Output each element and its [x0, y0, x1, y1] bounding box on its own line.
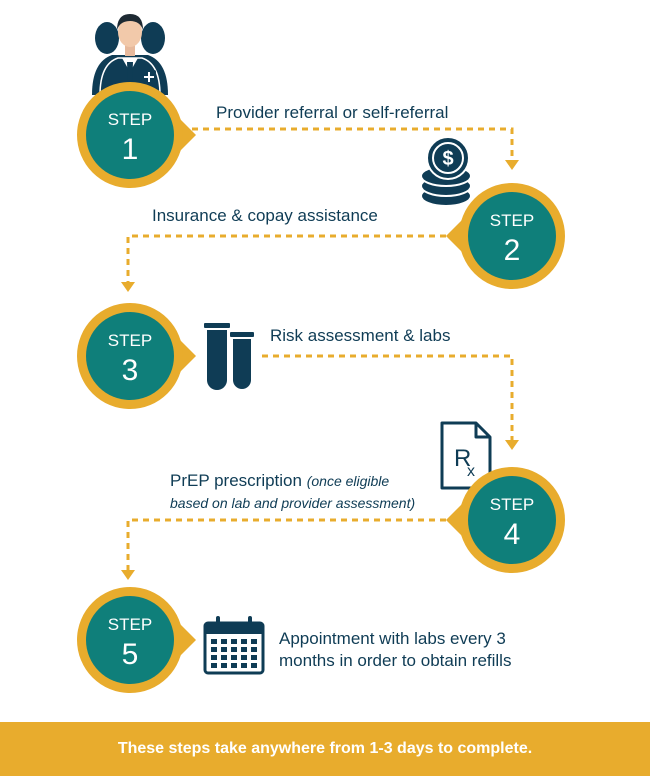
calendar-day-cell [251, 639, 257, 644]
step-5-line-2: months in order to obtain refills [279, 651, 512, 670]
calendar-day-cell [231, 663, 237, 668]
calendar-day-cell [251, 655, 257, 660]
step-2-badge: STEP 2 [446, 183, 565, 289]
svg-text:x: x [467, 463, 475, 480]
rx-icon: R x [440, 421, 492, 490]
step-4-number: 4 [504, 518, 521, 551]
arrowhead-2 [121, 282, 135, 292]
calendar-day-cell [221, 655, 227, 660]
step-3-badge: STEP 3 [77, 303, 196, 409]
calendar-day-cell [251, 663, 257, 668]
arrowhead-3 [505, 440, 519, 450]
connector-4-5 [126, 518, 446, 570]
connector-1-2 [192, 127, 514, 160]
connector-2-3 [126, 234, 446, 282]
step-1-text: Provider referral or self-referral [216, 103, 449, 122]
step-4-label: STEP [490, 495, 534, 514]
test-tubes-icon [204, 323, 254, 390]
step-4-text: PrEP prescription (once eligible based o… [170, 470, 415, 514]
calendar-day-cell [241, 639, 247, 644]
step-5-line-1: Appointment with labs every 3 [279, 629, 506, 648]
step-5-text: Appointment with labs every 3 months in … [279, 628, 511, 672]
arrowhead-4 [121, 570, 135, 580]
calendar-day-cell [251, 647, 257, 652]
calendar-day-cell [241, 655, 247, 660]
provider-icon [92, 14, 168, 96]
coins-icon: $ [420, 136, 472, 207]
step-1-badge: STEP 1 [77, 82, 196, 188]
arrowhead-1 [505, 160, 519, 170]
step-3-label: STEP [108, 331, 152, 350]
step-4-note-line-1: (once eligible [306, 473, 390, 489]
calendar-day-cell [221, 647, 227, 652]
step-2-text: Insurance & copay assistance [152, 206, 378, 225]
calendar-day-cell [231, 655, 237, 660]
svg-text:$: $ [442, 148, 453, 170]
step-3-number: 3 [122, 354, 139, 387]
calendar-day-cell [221, 663, 227, 668]
step-5-label: STEP [108, 615, 152, 634]
calendar-day-cell [211, 639, 217, 644]
step-3-text: Risk assessment & labs [270, 326, 451, 345]
calendar-day-cell [221, 639, 227, 644]
step-1-label: STEP [108, 110, 152, 129]
calendar-day-cell [211, 663, 217, 668]
step-1-number: 1 [122, 133, 139, 166]
calendar-day-cell [231, 647, 237, 652]
step-4-title: PrEP prescription [170, 471, 302, 490]
step-2-label: STEP [490, 211, 534, 230]
svg-text:R: R [454, 445, 471, 472]
calendar-day-cell [211, 655, 217, 660]
step-4-badge: STEP 4 [446, 467, 565, 573]
calendar-day-cell [231, 639, 237, 644]
footer-text: These steps take anywhere from 1-3 days … [117, 740, 533, 757]
calendar-day-cell [211, 647, 217, 652]
footer-banner: These steps take anywhere from 1-3 days … [0, 722, 650, 776]
calendar-day-cell [241, 663, 247, 668]
calendar-day-cell [241, 647, 247, 652]
step-2-number: 2 [504, 234, 521, 267]
step-5-number: 5 [122, 638, 139, 671]
step-5-badge: STEP 5 [77, 587, 196, 693]
step-4-note-line-2: based on lab and provider assessment) [170, 495, 416, 511]
calendar-icon [203, 616, 265, 675]
